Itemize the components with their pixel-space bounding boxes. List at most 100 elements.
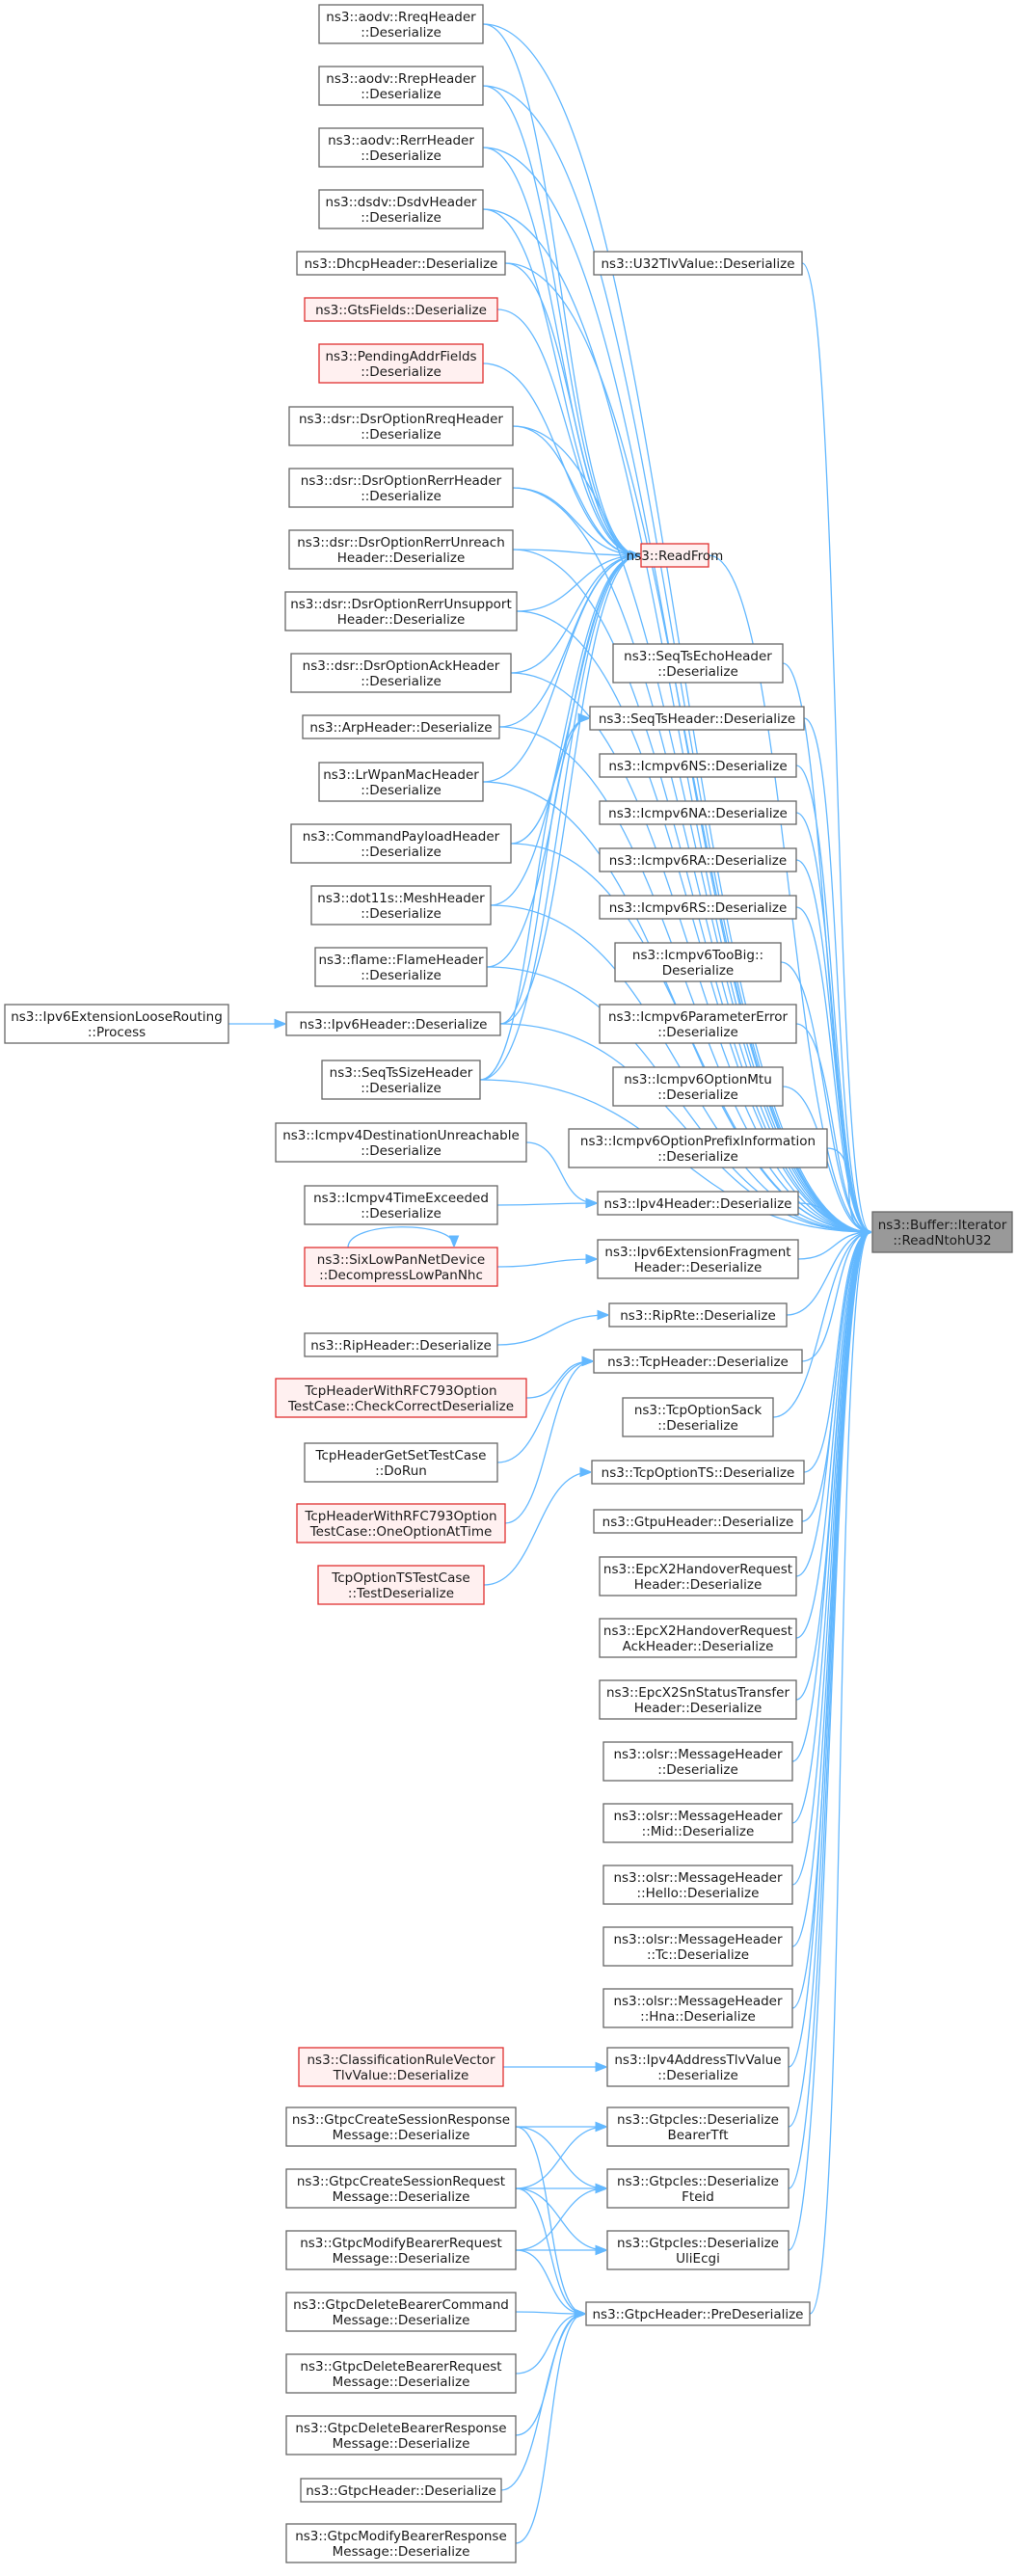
node-ipv6extfrag[interactable]: ns3::Ipv6ExtensionFragmentHeader::Deseri… xyxy=(597,1239,799,1279)
node-box xyxy=(285,2523,517,2563)
node-tcpoptionsack[interactable]: ns3::TcpOptionSack::Deserialize xyxy=(622,1397,774,1437)
node-label: ::Deserialize xyxy=(361,87,442,102)
node-sixlowpan[interactable]: ns3::SixLowPanNetDevice::DecompressLowPa… xyxy=(304,1247,498,1287)
node-icmpv6toobig[interactable]: ns3::Icmpv6TooBig::Deserialize xyxy=(614,942,782,982)
node-aodvrrep[interactable]: ns3::aodv::RrepHeader::Deserialize xyxy=(318,66,484,106)
node-target[interactable]: ns3::Buffer::Iterator::ReadNtohU32 xyxy=(871,1211,1013,1253)
node-label: ::Deserialize xyxy=(361,1143,442,1159)
node-flameheader[interactable]: ns3::flame::FlameHeader::Deserialize xyxy=(314,947,488,987)
node-icmpv6ns[interactable]: ns3::Icmpv6NS::Deserialize xyxy=(599,753,797,778)
node-box xyxy=(285,2106,517,2147)
node-icmpv6ra[interactable]: ns3::Icmpv6RA::Deserialize xyxy=(599,847,797,872)
node-label: ns3::GtpcDeleteBearerResponse xyxy=(295,2421,506,2436)
node-readfrom[interactable]: ns3::ReadFrom xyxy=(627,543,724,568)
node-epcx2handoverack[interactable]: ns3::EpcX2HandoverRequestAckHeader::Dese… xyxy=(599,1618,797,1658)
node-gtpcpredeser[interactable]: ns3::GtpcHeader::PreDeserialize xyxy=(585,2301,811,2326)
node-ipv6header[interactable]: ns3::Ipv6Header::Deserialize xyxy=(285,1011,501,1036)
edge-dhcp-to-target xyxy=(504,262,870,1232)
node-dsrrreq[interactable]: ns3::dsr::DsrOptionRreqHeader::Deseriali… xyxy=(288,406,514,446)
node-olsrmsg[interactable]: ns3::olsr::MessageHeader::Deserialize xyxy=(602,1741,793,1782)
node-seqtsecho[interactable]: ns3::SeqTsEchoHeader::Deserialize xyxy=(612,643,784,684)
node-dsrrerrunreach[interactable]: ns3::dsr::DsrOptionRerrUnreachHeader::De… xyxy=(288,529,514,570)
node-olsrtc[interactable]: ns3::olsr::MessageHeader::Tc::Deserializ… xyxy=(602,1926,793,1967)
node-seqtssize[interactable]: ns3::SeqTsSizeHeader::Deserialize xyxy=(321,1060,481,1100)
node-tcpoptionts[interactable]: ns3::TcpOptionTS::Deserialize xyxy=(591,1460,805,1485)
node-icmpv6rs[interactable]: ns3::Icmpv6RS::Deserialize xyxy=(599,895,797,920)
node-label: ns3::TcpOptionSack xyxy=(634,1403,763,1418)
edge-gtpcmodifyreq-to-gtpcpredeser xyxy=(515,2249,584,2314)
node-tcpgetset[interactable]: TcpHeaderGetSetTestCase::DoRun xyxy=(304,1442,498,1483)
node-label: ns3::dsdv::DsdvHeader xyxy=(326,195,477,210)
node-icmpv6na[interactable]: ns3::Icmpv6NA::Deserialize xyxy=(599,800,797,825)
node-ripheader[interactable]: ns3::RipHeader::Deserialize xyxy=(304,1332,498,1357)
node-u32tlv[interactable]: ns3::U32TlvValue::Deserialize xyxy=(593,251,803,276)
node-olsrhello[interactable]: ns3::olsr::MessageHeader::Hello::Deseria… xyxy=(602,1865,793,1905)
node-label: ::Deserialize xyxy=(361,1206,442,1221)
node-gtpcmodifyresp[interactable]: ns3::GtpcModifyBearerResponseMessage::De… xyxy=(285,2523,517,2563)
node-label: ns3::Icmpv4DestinationUnreachable xyxy=(282,1128,520,1143)
node-label: ::Deserialize xyxy=(361,427,442,443)
node-gtsfields[interactable]: ns3::GtsFields::Deserialize xyxy=(304,297,498,322)
node-icmpv4timeexc[interactable]: ns3::Icmpv4TimeExceeded::Deserialize xyxy=(304,1185,498,1225)
node-ipv4header[interactable]: ns3::Ipv4Header::Deserialize xyxy=(597,1191,799,1216)
node-tcpoptionststest[interactable]: TcpOptionTSTestCase::TestDeserialize xyxy=(317,1565,485,1605)
node-riprte[interactable]: ns3::RipRte::Deserialize xyxy=(608,1302,788,1328)
node-dsrrerrunsupport[interactable]: ns3::dsr::DsrOptionRerrUnsupportHeader::… xyxy=(284,591,518,631)
node-icmpv4destunreach[interactable]: ns3::Icmpv4DestinationUnreachable::Deser… xyxy=(275,1122,527,1163)
node-gtpcmodifyreq[interactable]: ns3::GtpcModifyBearerRequestMessage::Des… xyxy=(285,2230,517,2270)
node-box xyxy=(599,1556,797,1597)
node-seqtsheader[interactable]: ns3::SeqTsHeader::Deserialize xyxy=(589,706,805,731)
node-gtpcdelresp[interactable]: ns3::GtpcDeleteBearerResponseMessage::De… xyxy=(285,2415,517,2455)
node-olsrhna[interactable]: ns3::olsr::MessageHeader::Hna::Deseriali… xyxy=(602,1988,793,2028)
edge-icmpv6optprefix-to-target xyxy=(826,1147,870,1232)
node-label: Fteid xyxy=(682,2189,714,2205)
node-dsdv[interactable]: ns3::dsdv::DsdvHeader::Deserialize xyxy=(318,189,484,229)
node-label: ns3::Ipv6ExtensionFragment xyxy=(604,1245,790,1260)
node-tcpheader[interactable]: ns3::TcpHeader::Deserialize xyxy=(593,1349,803,1374)
node-gtpccreatereq[interactable]: ns3::GtpcCreateSessionRequestMessage::De… xyxy=(285,2168,517,2209)
node-icmpv6optprefix[interactable]: ns3::Icmpv6OptionPrefixInformation::Dese… xyxy=(568,1128,828,1168)
node-box xyxy=(606,2168,790,2209)
node-tcprfccheck[interactable]: TcpHeaderWithRFC793OptionTestCase::Check… xyxy=(275,1378,527,1418)
node-pendingaddr[interactable]: ns3::PendingAddrFields::Deserialize xyxy=(318,343,484,384)
node-aodvrerr[interactable]: ns3::aodv::RerrHeader::Deserialize xyxy=(318,127,484,168)
edge-dsrack-to-readfrom xyxy=(510,555,639,674)
node-gtpccreateresp[interactable]: ns3::GtpcCreateSessionResponseMessage::D… xyxy=(285,2106,517,2147)
node-icmpv6optmtu[interactable]: ns3::Icmpv6OptionMtu::Deserialize xyxy=(612,1066,784,1107)
node-epcx2snstatus[interactable]: ns3::EpcX2SnStatusTransferHeader::Deseri… xyxy=(599,1679,797,1720)
edge-dsrrerrunreach-to-readfrom xyxy=(512,549,639,555)
node-dsrack[interactable]: ns3::dsr::DsrOptionAckHeader::Deserializ… xyxy=(290,653,512,693)
node-gtpcheader[interactable]: ns3::GtpcHeader::Deserialize xyxy=(300,2478,502,2503)
node-tcprfconeopt[interactable]: TcpHeaderWithRFC793OptionTestCase::OneOp… xyxy=(296,1503,506,1543)
edge-dhcp-to-readfrom xyxy=(504,262,639,555)
node-label: AckHeader::Deserialize xyxy=(623,1639,774,1654)
node-gtpuheader[interactable]: ns3::GtpuHeader::Deserialize xyxy=(593,1509,803,1534)
node-lrwpanmac[interactable]: ns3::LrWpanMacHeader::Deserialize xyxy=(318,762,484,802)
node-olsrmid[interactable]: ns3::olsr::MessageHeader::Mid::Deseriali… xyxy=(602,1803,793,1843)
node-arpheader[interactable]: ns3::ArpHeader::Deserialize xyxy=(302,714,500,739)
node-box xyxy=(290,823,512,864)
node-label: Message::Deserialize xyxy=(333,2189,470,2205)
node-epcx2handoverreq[interactable]: ns3::EpcX2HandoverRequestHeader::Deseria… xyxy=(599,1556,797,1597)
node-box xyxy=(275,1122,527,1163)
node-ipv6extloose[interactable]: ns3::Ipv6ExtensionLooseRouting::Process xyxy=(4,1004,229,1044)
node-gtpcdelreq[interactable]: ns3::GtpcDeleteBearerRequestMessage::Des… xyxy=(285,2353,517,2394)
node-label: ns3::GtpcModifyBearerRequest xyxy=(300,2236,502,2251)
node-label: ns3::Icmpv6ParameterError xyxy=(608,1009,789,1025)
node-icmpv6paramerr[interactable]: ns3::Icmpv6ParameterError::Deserialize xyxy=(599,1004,797,1044)
node-gtpcdelcmd[interactable]: ns3::GtpcDeleteBearerCommandMessage::Des… xyxy=(285,2292,517,2332)
edge-gtpccreatereq-to-gtpcpredeser xyxy=(515,2187,584,2314)
node-dsrrerr[interactable]: ns3::dsr::DsrOptionRerrHeader::Deseriali… xyxy=(288,468,514,508)
node-dhcp[interactable]: ns3::DhcpHeader::Deserialize xyxy=(296,251,506,276)
edge-aodvrrep-to-readfrom xyxy=(482,85,639,555)
node-dot11smesh[interactable]: ns3::dot11s::MeshHeader::Deserialize xyxy=(310,885,492,926)
node-classrule[interactable]: ns3::ClassificationRuleVectorTlvValue::D… xyxy=(298,2047,504,2087)
node-ipv4addrtlv[interactable]: ns3::Ipv4AddressTlvValue::Deserialize xyxy=(606,2047,790,2087)
node-cmdpayload[interactable]: ns3::CommandPayloadHeader::Deserialize xyxy=(290,823,512,864)
node-label: ns3::dsr::DsrOptionRerrHeader xyxy=(301,473,502,489)
node-aodvrreq[interactable]: ns3::aodv::RreqHeader::Deserialize xyxy=(318,4,484,44)
edge-riprte-to-target xyxy=(786,1232,870,1316)
